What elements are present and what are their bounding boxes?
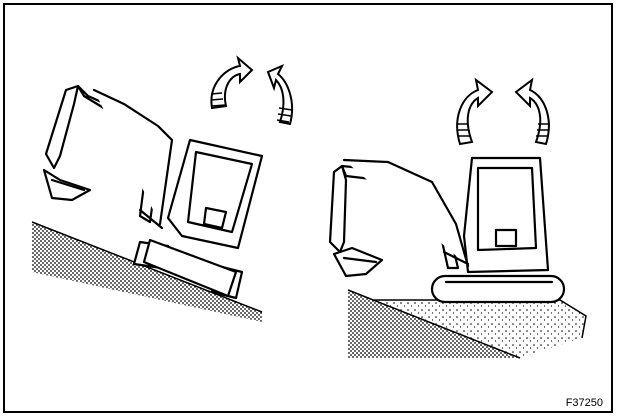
excavator-icon xyxy=(42,84,264,300)
excavator-icon xyxy=(328,156,566,304)
figure-id: F37250 xyxy=(565,397,603,409)
rotation-arrow-icon xyxy=(456,77,494,146)
slope-ground xyxy=(31,221,263,322)
rotation-arrow-icon xyxy=(514,77,550,146)
rotation-arrow-icon xyxy=(266,64,294,126)
rotation-arrow-icon xyxy=(210,55,254,110)
